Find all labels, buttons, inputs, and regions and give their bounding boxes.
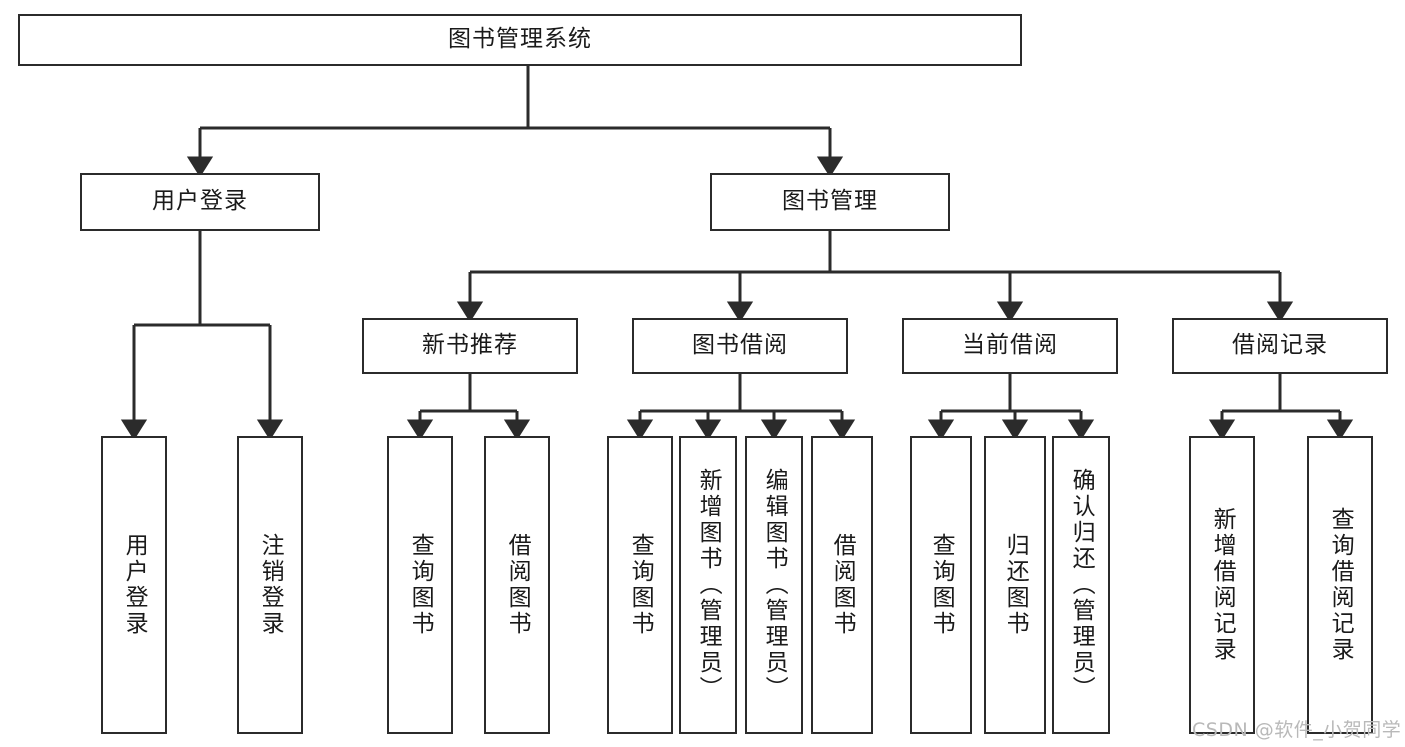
leaf-node-add-book-admin[interactable]: 新增图书（管理员） bbox=[679, 436, 737, 734]
leaf-node-query-borrow-record[interactable]: 查询借阅记录 bbox=[1307, 436, 1373, 734]
leaf-node-return-book[interactable]: 归还图书 bbox=[984, 436, 1046, 734]
node-label: 注销登录 bbox=[257, 533, 284, 637]
node-label: 查询借阅记录 bbox=[1327, 507, 1354, 663]
node-label: 用户登录 bbox=[152, 188, 248, 215]
leaf-node-add-borrow-record[interactable]: 新增借阅记录 bbox=[1189, 436, 1255, 734]
node-label: 借阅图书 bbox=[829, 533, 856, 637]
leaf-node-confirm-return-admin[interactable]: 确认归还（管理员） bbox=[1052, 436, 1110, 734]
node-book-borrow[interactable]: 图书借阅 bbox=[632, 318, 848, 374]
node-user-login[interactable]: 用户登录 bbox=[80, 173, 320, 231]
node-label: 新书推荐 bbox=[422, 332, 518, 359]
node-label: 查询图书 bbox=[928, 533, 955, 637]
leaf-node-borrow-book[interactable]: 借阅图书 bbox=[811, 436, 873, 734]
node-label: 当前借阅 bbox=[962, 332, 1058, 359]
node-label: 确认归还（管理员） bbox=[1068, 468, 1095, 702]
node-book-management[interactable]: 图书管理 bbox=[710, 173, 950, 231]
leaf-node-logout-login[interactable]: 注销登录 bbox=[237, 436, 303, 734]
node-new-book-recommend[interactable]: 新书推荐 bbox=[362, 318, 578, 374]
leaf-node-borrow-book-newbook[interactable]: 借阅图书 bbox=[484, 436, 550, 734]
leaf-node-edit-book-admin[interactable]: 编辑图书（管理员） bbox=[745, 436, 803, 734]
node-label: 查询图书 bbox=[407, 533, 434, 637]
node-label: 归还图书 bbox=[1002, 533, 1029, 637]
node-label: 借阅图书 bbox=[504, 533, 531, 637]
node-label: 借阅记录 bbox=[1232, 332, 1328, 359]
node-root-book-management-system[interactable]: 图书管理系统 bbox=[18, 14, 1022, 66]
node-label: 图书管理 bbox=[782, 188, 878, 215]
node-current-borrow[interactable]: 当前借阅 bbox=[902, 318, 1118, 374]
leaf-node-query-book-borrow[interactable]: 查询图书 bbox=[607, 436, 673, 734]
csdn-watermark: CSDN @软件_小贺同学 bbox=[1192, 719, 1402, 741]
node-label: 图书借阅 bbox=[692, 332, 788, 359]
leaf-node-user-login[interactable]: 用户登录 bbox=[101, 436, 167, 734]
leaf-node-query-book-newbook[interactable]: 查询图书 bbox=[387, 436, 453, 734]
node-label: 图书管理系统 bbox=[448, 26, 592, 53]
node-label: 新增借阅记录 bbox=[1209, 507, 1236, 663]
node-label: 编辑图书（管理员） bbox=[761, 468, 788, 702]
node-label: 新增图书（管理员） bbox=[695, 468, 722, 702]
node-label: 用户登录 bbox=[121, 533, 148, 637]
node-label: 查询图书 bbox=[627, 533, 654, 637]
leaf-node-query-book-current[interactable]: 查询图书 bbox=[910, 436, 972, 734]
node-borrow-record[interactable]: 借阅记录 bbox=[1172, 318, 1388, 374]
